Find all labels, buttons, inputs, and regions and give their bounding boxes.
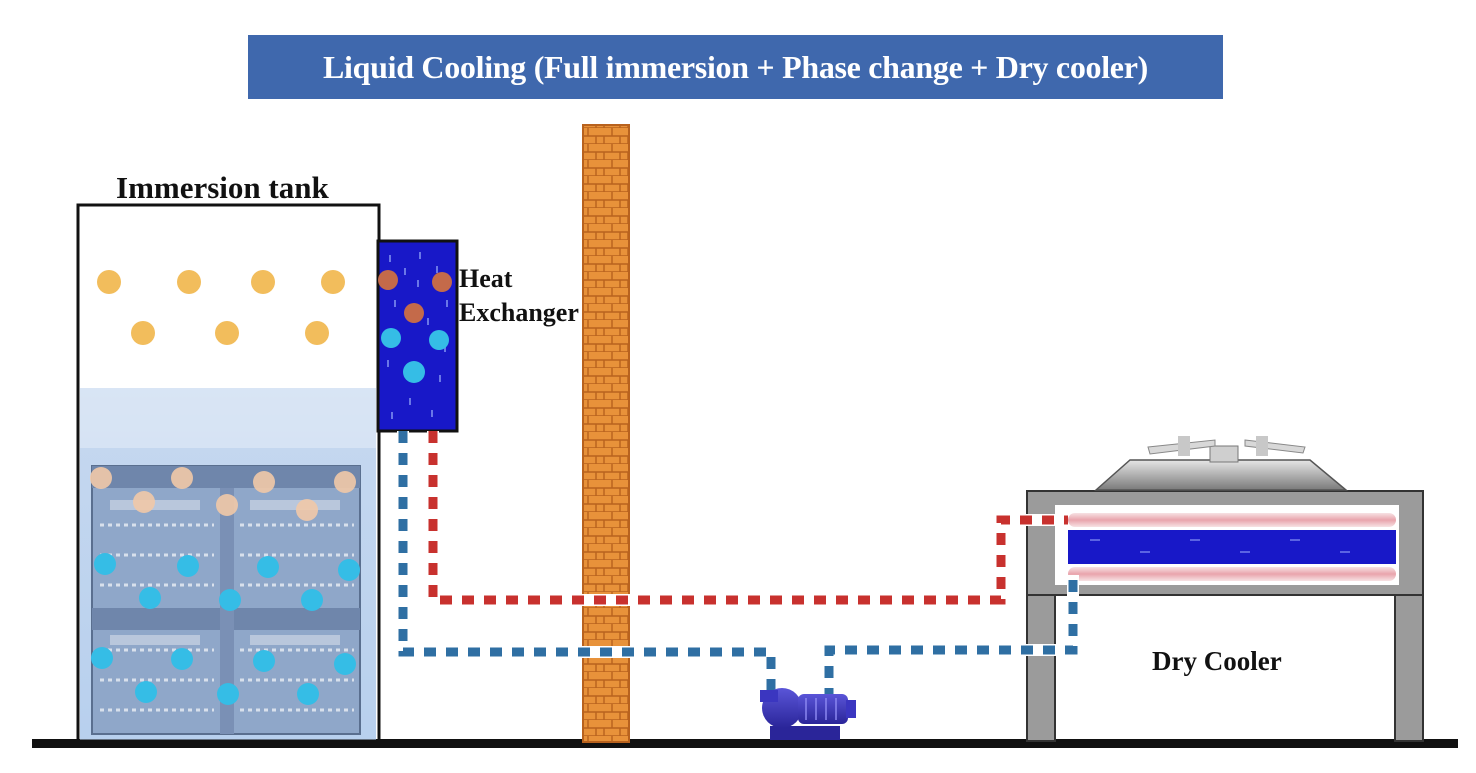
cold-pipe: [397, 431, 1079, 700]
ground-line: [32, 739, 1458, 748]
dry-cooler: [1026, 436, 1424, 742]
heat-exchanger: [376, 239, 459, 433]
pump-icon: [760, 688, 856, 740]
dry-cooler-label: Dry Cooler: [1152, 646, 1282, 676]
liquid-bubbles: [91, 553, 360, 705]
hot-pipe: [427, 431, 1068, 606]
diagram-title: Liquid Cooling (Full immersion + Phase c…: [248, 35, 1223, 99]
heat-exchanger-label: Heat Exchanger: [459, 264, 579, 327]
immersion-tank-label: Immersion tank: [116, 170, 329, 205]
rising-bubbles: [90, 467, 356, 521]
brick-wall: [582, 124, 630, 743]
vapor-bubbles: [97, 270, 345, 345]
fan-icon: [1094, 436, 1349, 491]
